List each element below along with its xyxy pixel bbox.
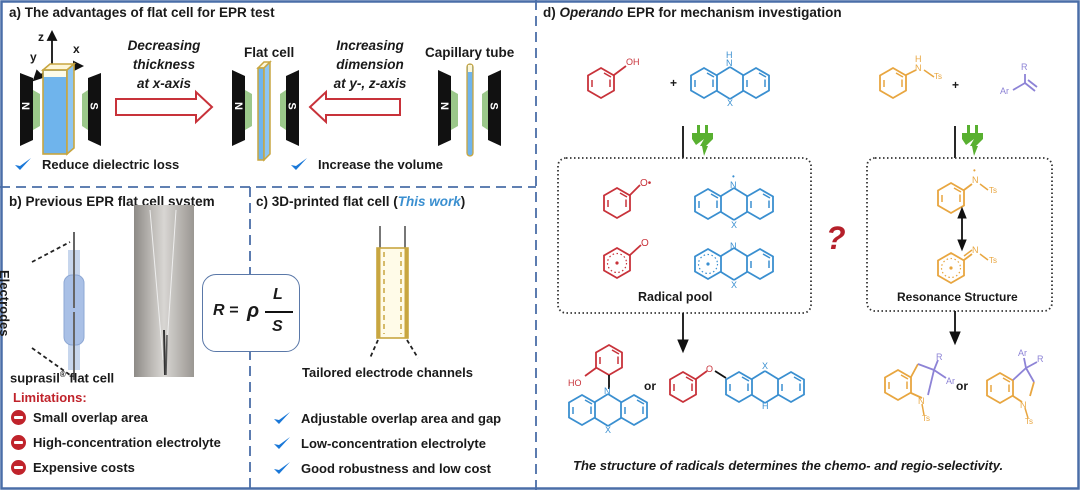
product-c-arylation bbox=[584, 344, 623, 377]
magnet-s-icon bbox=[88, 73, 101, 146]
product-o-arylation bbox=[669, 370, 708, 403]
ban-icon bbox=[11, 460, 26, 475]
check-icon bbox=[274, 462, 290, 474]
magnet-s-icon bbox=[488, 70, 501, 146]
phenoxyl-radical bbox=[603, 187, 631, 219]
magnet-s-icon bbox=[286, 70, 299, 146]
capillary-icon bbox=[466, 63, 474, 157]
resonance-box bbox=[866, 157, 1053, 312]
radical-pool-label: Radical pool bbox=[638, 290, 713, 304]
panel-a-illustration bbox=[20, 29, 501, 162]
plus-sign: + bbox=[952, 78, 960, 92]
limitation-item: High-concentration electrolyte bbox=[11, 435, 221, 450]
limitation-item: Small overlap area bbox=[11, 410, 148, 425]
printed-cell-illustration bbox=[376, 226, 409, 339]
ban-icon bbox=[11, 435, 26, 450]
axis-y-label: y bbox=[30, 50, 37, 64]
channels-label: Tailored electrode channels bbox=[302, 365, 473, 380]
advantage-item: Adjustable overlap area and gap bbox=[273, 410, 501, 426]
ban-icon bbox=[11, 410, 26, 425]
or-label: or bbox=[956, 379, 968, 393]
suprasil-label: suprasil® flat cell bbox=[10, 370, 115, 386]
phenothiazine-molecule bbox=[690, 66, 770, 100]
field-icon bbox=[82, 90, 88, 130]
arrow-left-icon bbox=[308, 89, 401, 125]
check-icon bbox=[274, 412, 290, 424]
or-label: or bbox=[644, 379, 656, 393]
check-icon bbox=[274, 437, 290, 449]
benefit-item: Reduce dielectric loss bbox=[14, 156, 179, 172]
resonance-arrow-icon bbox=[957, 206, 967, 252]
axis-x-label: x bbox=[73, 42, 80, 56]
electricity-plug-icon bbox=[962, 125, 983, 156]
resistance-formula: R = ρ L S bbox=[202, 274, 300, 352]
flat-cell-label: Flat cell bbox=[244, 45, 295, 60]
check-icon bbox=[291, 158, 307, 170]
increasing-dimension-text: Increasing dimension at y-, z-axis bbox=[333, 38, 407, 91]
limitation-item: Expensive costs bbox=[11, 460, 135, 475]
sulfonamide-molecule bbox=[879, 67, 935, 99]
axes-icon bbox=[32, 29, 85, 82]
panel-d-title: d) Operando EPR for mechanism investigat… bbox=[543, 5, 842, 20]
suprasil-cell-illustration bbox=[31, 205, 194, 380]
phenoxyl-resonance bbox=[603, 247, 631, 279]
magnet-n-icon bbox=[438, 70, 451, 146]
resonance-structure-label: Resonance Structure bbox=[897, 290, 1018, 304]
arrow-down-icon bbox=[949, 311, 961, 346]
question-mark: ? bbox=[826, 220, 846, 256]
axis-z-label: z bbox=[38, 30, 44, 44]
magnet-n-icon bbox=[232, 70, 245, 146]
panel-c-title: c) 3D-printed flat cell (This work) bbox=[256, 194, 466, 209]
advantage-item: Low-concentration electrolyte bbox=[273, 435, 486, 451]
cuvette-icon bbox=[40, 62, 77, 156]
check-icon bbox=[15, 158, 31, 170]
indoline-product-3 bbox=[986, 372, 1035, 419]
flat-cell-icon bbox=[256, 60, 272, 162]
electricity-plug-icon bbox=[692, 125, 713, 156]
alkene-molecule bbox=[1012, 74, 1038, 92]
field-icon bbox=[33, 90, 40, 130]
limitations-title: Limitations: bbox=[13, 390, 87, 405]
indoline-product-2 bbox=[884, 363, 925, 416]
capillary-tube-label: Capillary tube bbox=[425, 45, 515, 60]
magnet-n-icon bbox=[20, 73, 33, 146]
plus-sign: + bbox=[670, 76, 678, 90]
phenol-molecule bbox=[587, 65, 627, 99]
panel-a-title: a) The advantages of flat cell for EPR t… bbox=[9, 5, 275, 20]
conclusion-text: The structure of radicals determines the… bbox=[573, 458, 1004, 473]
decreasing-thickness-text: Decreasing thickness at x-axis bbox=[127, 38, 201, 91]
advantage-item: Good robustness and low cost bbox=[273, 460, 491, 476]
arrow-down-icon bbox=[677, 313, 689, 354]
benefit-item: Increase the volume bbox=[290, 156, 443, 172]
arrow-right-icon bbox=[115, 89, 214, 125]
